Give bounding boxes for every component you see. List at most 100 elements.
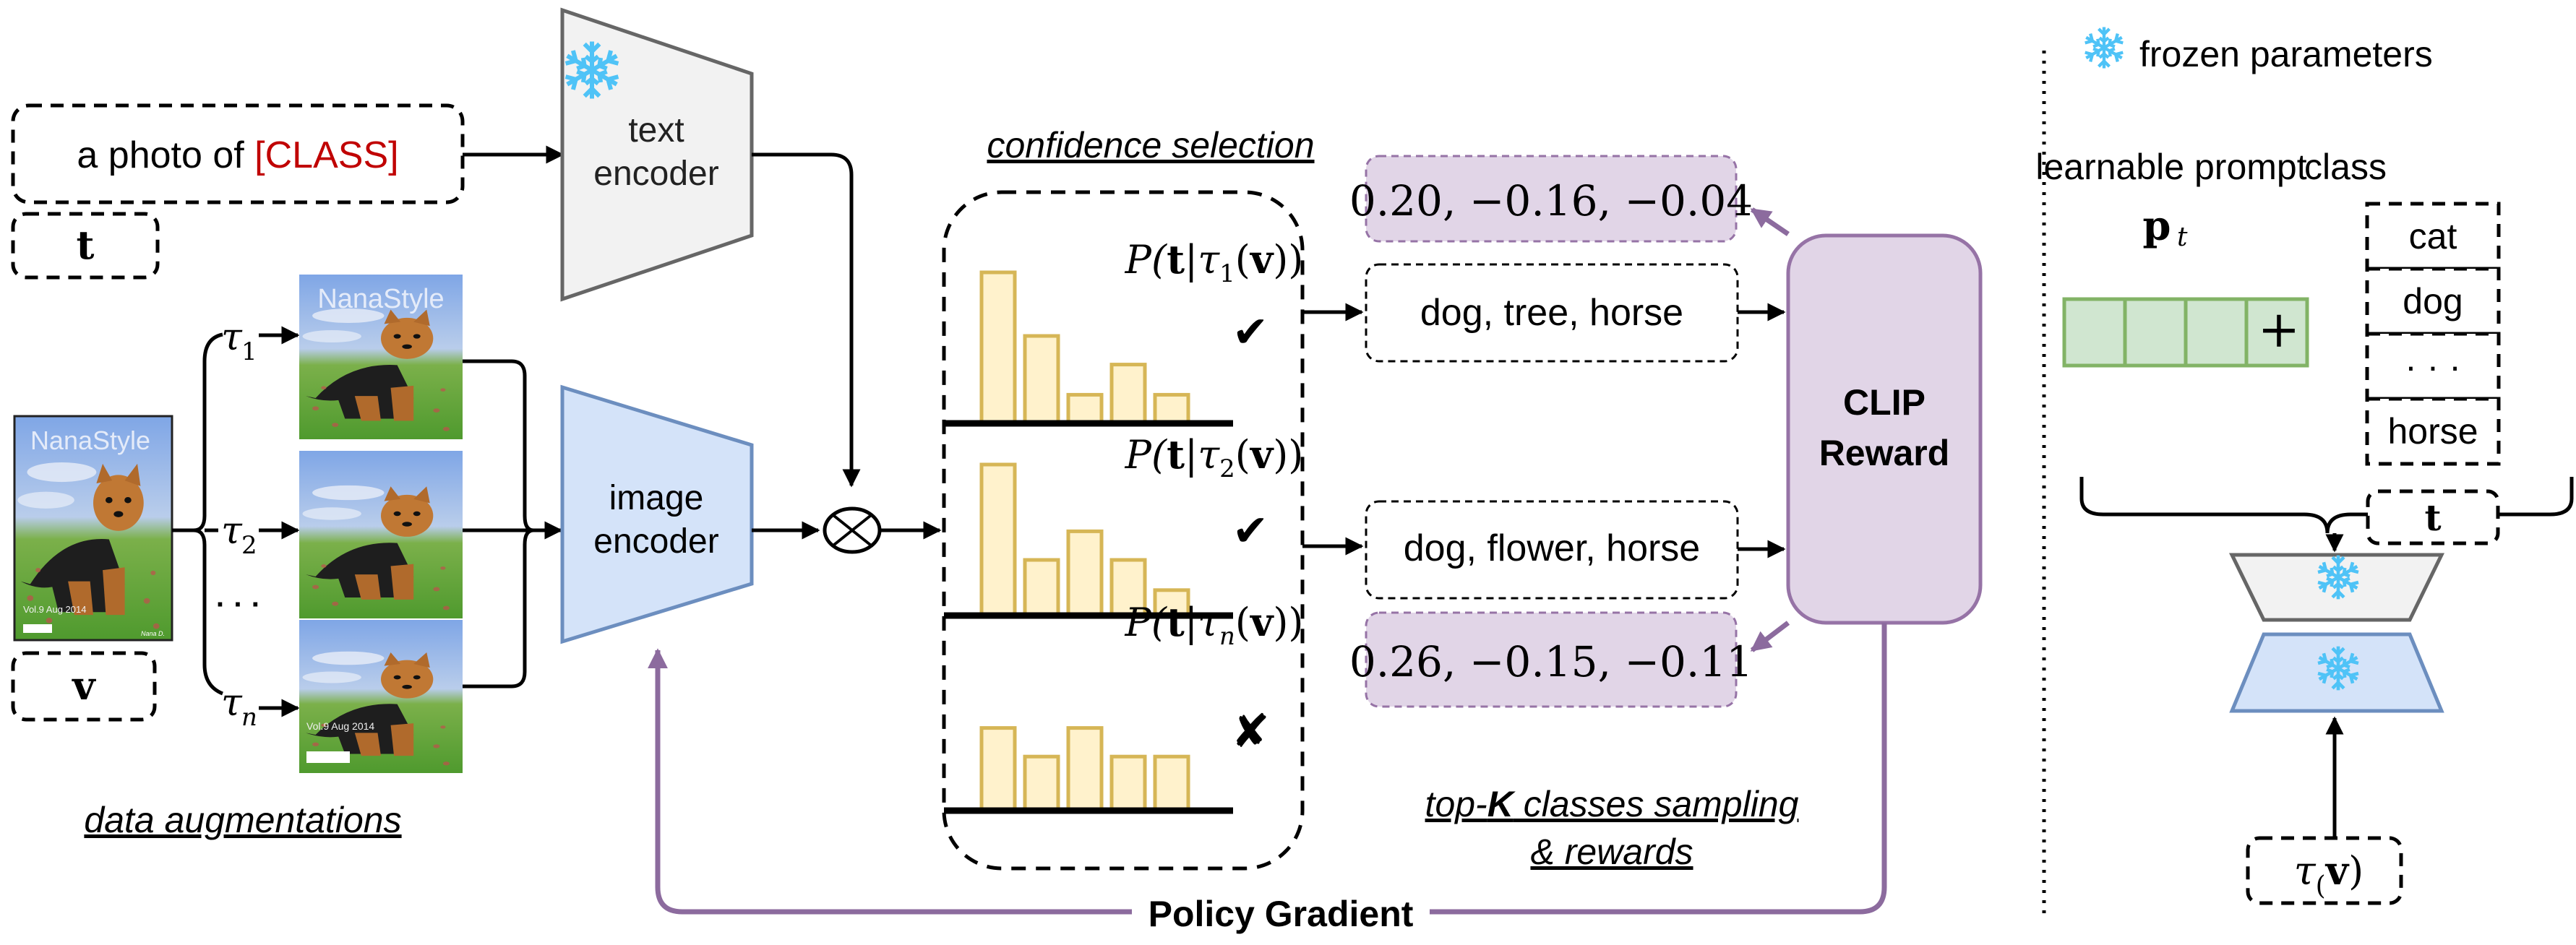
sampling-title-suffix: classes sampling xyxy=(1514,784,1799,824)
branch-curve-bottom xyxy=(193,528,224,696)
learnable-prompt-tokens xyxy=(2062,297,2309,368)
prompt-symbol-subscript: t xyxy=(2177,223,2188,252)
class-name: dog xyxy=(2403,281,2463,322)
legend-image-input-box: τ(v) xyxy=(2246,836,2403,905)
label-p: P( xyxy=(1125,600,1168,645)
svg-text:P(t|τ1(v)): P(t|τ1(v)) xyxy=(1125,236,1304,288)
panel-label-n: P(t|τn(v)) ✘ xyxy=(1125,599,1304,757)
legend-close-paren: ) xyxy=(2348,848,2364,894)
image-symbol-box: v xyxy=(11,651,157,722)
bar-chart-panel xyxy=(944,270,1233,427)
confidence-bar xyxy=(1109,754,1147,813)
image-encoder-label-line2: encoder xyxy=(593,522,718,561)
text-encoder-label-line2: encoder xyxy=(593,155,718,193)
class-list-item: horse xyxy=(2365,397,2501,466)
svg-text:P(t|τn(v)): P(t|τn(v)) xyxy=(1125,599,1304,651)
barcode xyxy=(23,624,52,633)
policy-gradient-path-left xyxy=(648,648,1132,915)
confidence-bar xyxy=(1109,363,1147,426)
legend-v: v xyxy=(2325,847,2350,894)
reward-values-2: 0.26, −0.15, −0.11 xyxy=(1349,637,1753,686)
prompt-template-text: a photo of [CLASS] xyxy=(77,134,398,176)
confidence-bar xyxy=(1153,754,1190,813)
legend-frozen: frozen parameters xyxy=(2084,27,2433,74)
sampled-classes-2: dog, flower, horse xyxy=(1404,527,1700,569)
text-encoder: text encoder xyxy=(560,7,754,302)
branch-curve-top xyxy=(193,332,223,532)
panel-label-1: P(t|τ1(v)) ✔ xyxy=(1125,236,1304,356)
tau-subscript: n xyxy=(241,703,257,732)
label-sub: n xyxy=(1219,622,1235,651)
label-v: v xyxy=(1250,599,1274,645)
tau-subscript: 1 xyxy=(241,337,257,366)
combine-operator xyxy=(823,506,882,554)
confidence-selection-title: confidence selection xyxy=(987,125,1314,165)
augmentation-ellipsis: · · · xyxy=(216,589,261,621)
prompt-prefix: a photo of xyxy=(77,134,254,176)
confidence-bar xyxy=(1023,754,1060,813)
concat-bracket-left xyxy=(2079,477,2330,534)
label-tau: τ xyxy=(1198,600,1220,645)
sampling-title-k: K xyxy=(1487,784,1516,824)
clip-reward-block: CLIP Reward xyxy=(1786,233,1983,625)
text-symbol-box: t xyxy=(11,212,160,280)
label-open: ( xyxy=(1235,600,1250,645)
label-v: v xyxy=(1250,236,1274,282)
snowflake-icon xyxy=(2084,27,2125,68)
input-image: NanaStyle Vol.9 Aug 2014 Nana D. xyxy=(13,415,173,642)
plus-sign: + xyxy=(2258,300,2301,359)
label-close: )) xyxy=(1273,432,1303,478)
class-name: cat xyxy=(2409,216,2457,256)
tau-symbol: τ xyxy=(221,509,243,553)
sampling-title-prefix: top- xyxy=(1425,784,1487,824)
clip-reward-label-line1: CLIP xyxy=(1843,382,1925,423)
confidence-bar xyxy=(979,726,1017,813)
confidence-bar xyxy=(1109,558,1147,618)
label-open: ( xyxy=(1235,432,1250,478)
prompt-template-box: a photo of [CLASS] xyxy=(11,103,465,204)
label-t: t xyxy=(1167,431,1185,478)
class-name: horse xyxy=(2387,411,2478,452)
augmentation-label-2: τ 2 xyxy=(221,509,257,560)
data-augmentations-title: data augmentations xyxy=(84,800,401,840)
class-list-item: cat xyxy=(2365,202,2501,271)
barcode xyxy=(306,751,350,763)
sampling-title-line1: top-K classes sampling xyxy=(1425,784,1799,824)
prompt-symbol-p: p xyxy=(2142,202,2171,250)
label-close: )) xyxy=(1273,237,1303,282)
class-placeholder-token: [CLASS] xyxy=(254,134,398,176)
confidence-bar xyxy=(979,270,1017,426)
label-bar: | xyxy=(1185,600,1198,645)
tau-subscript: 2 xyxy=(241,531,257,560)
painting-signature: Nana D. xyxy=(141,630,165,637)
prompt-symbol: p t xyxy=(2142,202,2188,252)
augmented-image-2 xyxy=(299,451,463,618)
prompt-token xyxy=(2244,297,2309,368)
image-symbol-v: v xyxy=(72,663,96,709)
image-encoder: image encoder xyxy=(560,384,754,644)
bar-chart-panel xyxy=(944,726,1233,814)
legend-text-encoder xyxy=(2228,553,2445,622)
label-p: P( xyxy=(1125,237,1168,282)
class-header: class xyxy=(2304,147,2387,187)
panel-label-2: P(t|τ2(v)) ✔ xyxy=(1125,431,1304,555)
tau-symbol: τ xyxy=(221,681,243,725)
sampled-classes-box-1: dog, tree, horse xyxy=(1365,263,1739,363)
magazine-issue: Vol.9 Aug 2014 xyxy=(23,604,86,615)
svg-text:P(t|τ2(v)): P(t|τ2(v)) xyxy=(1125,431,1304,483)
augmentation-label-1: τ 1 xyxy=(221,316,257,366)
sampled-classes-1: dog, tree, horse xyxy=(1420,292,1683,334)
reward-box-2: 0.26, −0.15, −0.11 xyxy=(1349,611,1753,708)
augmented-image-n: Vol.9 Aug 2014 xyxy=(299,620,463,773)
label-sub: 2 xyxy=(1219,454,1235,483)
label-sub: 1 xyxy=(1219,259,1235,288)
legend-text-symbol-box: t xyxy=(2366,489,2500,545)
label-open: ( xyxy=(1235,237,1250,282)
image-encoder-label-line1: image xyxy=(609,479,704,517)
confidence-bar xyxy=(1023,558,1060,618)
policy-gradient-label: Policy Gradient xyxy=(1149,894,1414,934)
clip-to-reward-2-arrow xyxy=(1750,621,1790,652)
svg-text:τ(v): τ(v) xyxy=(2294,847,2364,901)
confidence-selection-box xyxy=(942,190,1305,871)
